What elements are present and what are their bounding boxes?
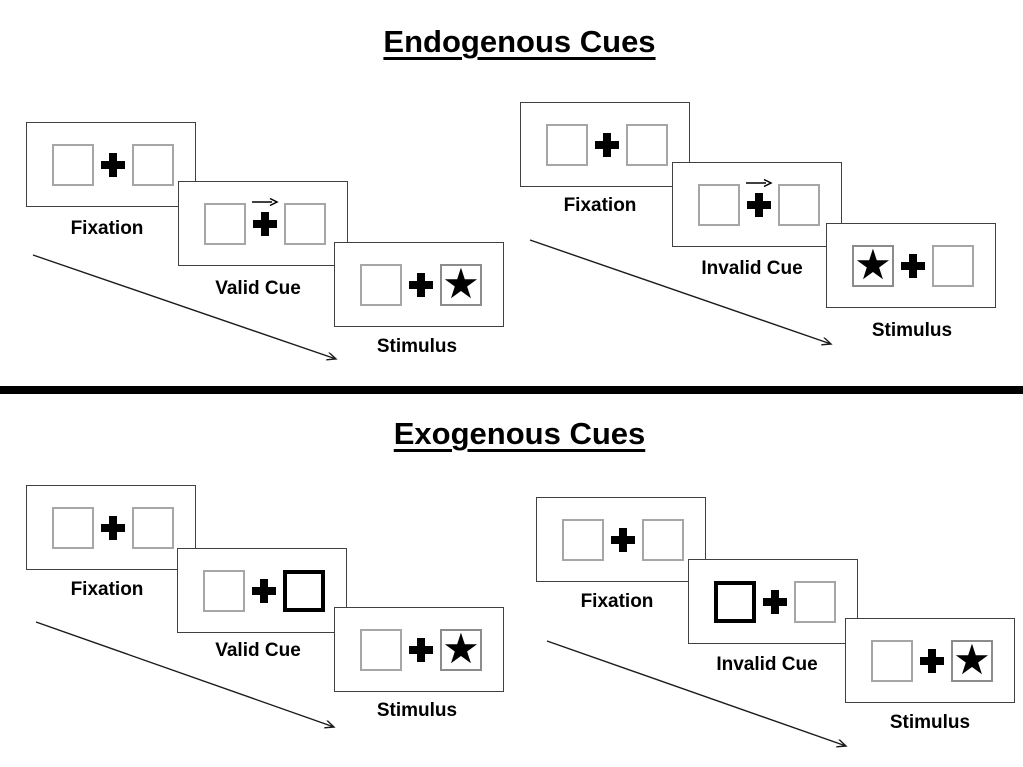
highlighted-cue-box: [714, 580, 756, 623]
fixation-cross-icon: [252, 197, 279, 236]
stimulus-label: Stimulus: [376, 700, 458, 721]
exogenous-section-title: Exogenous Cues: [393, 416, 646, 451]
stimulus-screen: ★: [826, 223, 996, 308]
stimulus-label: Stimulus: [376, 336, 458, 357]
target-box: ★: [951, 635, 993, 683]
fixation-screen: [26, 485, 196, 570]
cue-arrow-right-icon: [746, 178, 773, 187]
left-placeholder-box: [360, 628, 402, 671]
left-placeholder-box: [562, 518, 604, 561]
cue-screen: [688, 559, 858, 644]
stimulus-label: Stimulus: [889, 712, 971, 733]
fixation-cross-icon: [409, 637, 433, 662]
left-placeholder-box: [360, 263, 402, 306]
section-divider: [0, 386, 1023, 394]
fixation-cross-icon: [763, 589, 787, 614]
target-star-icon: ★: [442, 624, 480, 672]
fixation-label: Fixation: [70, 218, 144, 239]
left-placeholder-box: [698, 183, 740, 226]
target-star-icon: ★: [953, 635, 991, 683]
fixation-cross-icon: [746, 178, 773, 217]
cue-screen: [177, 548, 347, 633]
fixation-label: Fixation: [563, 195, 637, 216]
right-placeholder-box: [642, 518, 684, 561]
target-box: ★: [440, 259, 482, 307]
cue-screen: [672, 162, 842, 247]
fixation-screen: [26, 122, 196, 207]
highlighted-cue-box: [283, 569, 325, 612]
left-placeholder-box: [52, 143, 94, 186]
left-placeholder-box: [204, 202, 246, 245]
stimulus-label: Stimulus: [871, 320, 953, 341]
left-placeholder-box: [546, 123, 588, 166]
fixation-label: Fixation: [70, 579, 144, 600]
fixation-cross-icon: [409, 272, 433, 297]
fixation-cross-icon: [920, 648, 944, 673]
fixation-cross-icon: [252, 578, 276, 603]
target-box: ★: [440, 624, 482, 672]
left-placeholder-box: [52, 506, 94, 549]
fixation-cross-icon: [901, 253, 925, 278]
right-placeholder-box: [932, 244, 974, 287]
left-placeholder-box: [871, 639, 913, 682]
right-placeholder-box: [132, 506, 174, 549]
fixation-screen: [536, 497, 706, 582]
right-placeholder-box: [132, 143, 174, 186]
right-placeholder-box: [794, 580, 836, 623]
target-box: ★: [852, 240, 894, 288]
fixation-cross-icon: [101, 515, 125, 540]
stimulus-screen: ★: [334, 242, 504, 327]
right-placeholder-box: [626, 123, 668, 166]
right-placeholder-box: [778, 183, 820, 226]
stimulus-screen: ★: [334, 607, 504, 692]
fixation-cross-icon: [611, 527, 635, 552]
cue-label: Invalid Cue: [716, 654, 818, 675]
cue-arrow-right-icon: [252, 197, 279, 206]
target-star-icon: ★: [442, 259, 480, 307]
stimulus-screen: ★: [845, 618, 1015, 703]
endogenous-section-title: Endogenous Cues: [383, 24, 656, 59]
fixation-screen: [520, 102, 690, 187]
fixation-cross-icon: [101, 152, 125, 177]
cue-screen: [178, 181, 348, 266]
left-placeholder-box: [203, 569, 245, 612]
right-placeholder-box: [284, 202, 326, 245]
target-star-icon: ★: [854, 240, 892, 288]
fixation-cross-icon: [595, 132, 619, 157]
fixation-label: Fixation: [580, 591, 654, 612]
